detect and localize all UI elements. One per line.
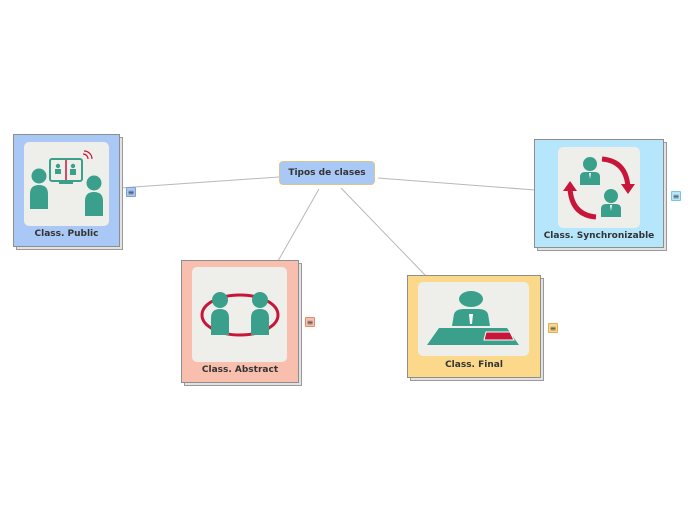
topic-label: Class. Public [34, 229, 99, 239]
people-sync-icon [558, 147, 640, 228]
topic-class-abstract[interactable]: Class. Abstract [181, 260, 302, 386]
central-topic[interactable]: Tipos de clases [279, 161, 375, 185]
topic-label: Class. Abstract [201, 365, 279, 375]
meeting-table-icon [418, 282, 529, 356]
note-icon[interactable]: ≡ [671, 191, 681, 201]
topic-label: Class. Final [445, 360, 503, 370]
connector-public [119, 176, 280, 189]
topic-class-final[interactable]: Class. Final [407, 275, 544, 381]
topic-label: Class. Synchronizable [543, 231, 655, 241]
topic-class-public[interactable]: Class. Public [13, 134, 123, 250]
connector-abstract [277, 188, 320, 262]
note-icon[interactable]: ≡ [548, 323, 558, 333]
note-icon[interactable]: ≡ [305, 317, 315, 327]
two-people-circle-icon [192, 267, 287, 362]
central-topic-label: Tipos de clases [288, 168, 366, 178]
topic-class-synchronizable[interactable]: Class. Synchronizable [534, 139, 667, 251]
note-icon[interactable]: ≡ [126, 187, 136, 197]
video-call-icon [24, 142, 109, 226]
connector-synchronizable [377, 177, 536, 191]
connector-final [340, 187, 427, 277]
